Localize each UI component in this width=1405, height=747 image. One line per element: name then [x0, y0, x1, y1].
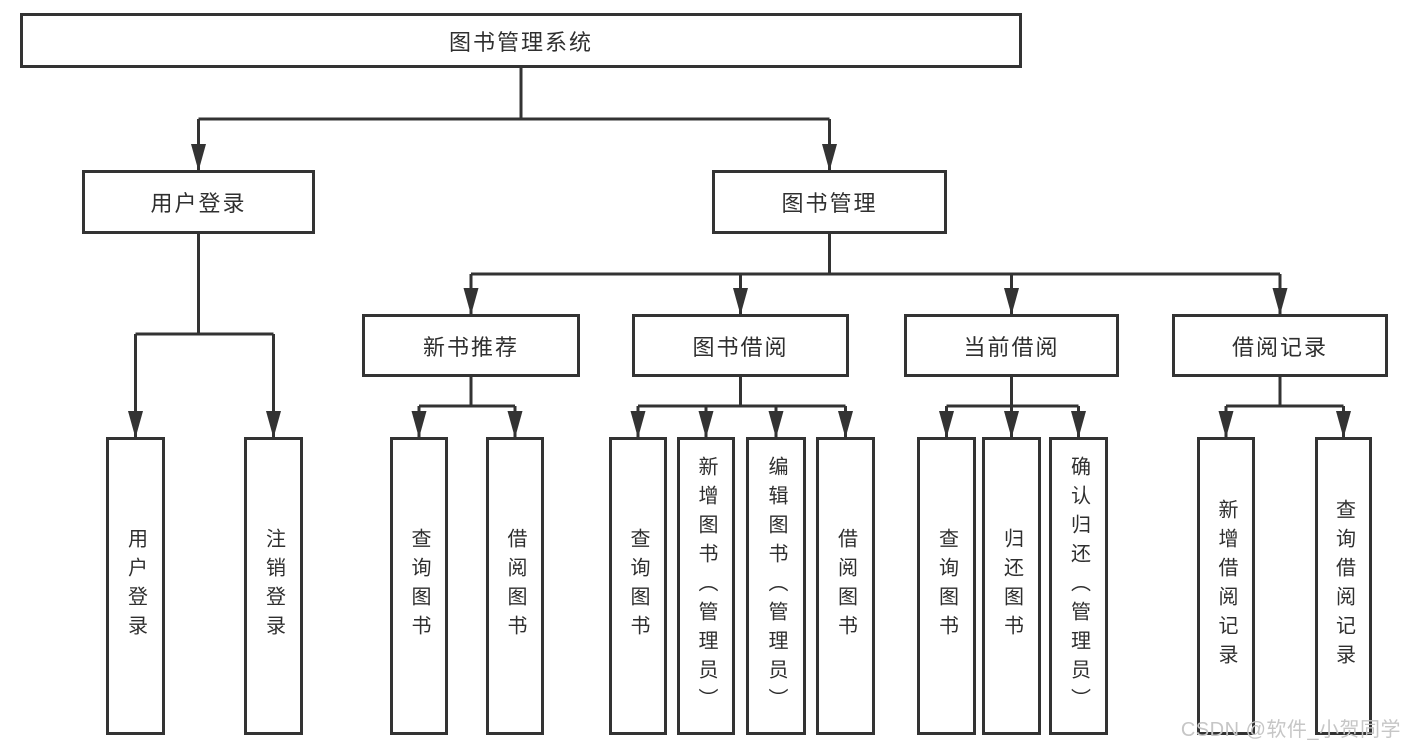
node-root-label: 图书管理系统: [448, 29, 593, 55]
edges-root: [191, 68, 837, 171]
leaf-return-book-label: 归还图书: [1000, 528, 1023, 644]
leaf-borrow-book-label: 借阅图书: [834, 528, 857, 644]
leaf-confirm-return-label: 确认归还（管理员）: [1067, 455, 1090, 717]
node-book-borrow: 图书借阅: [632, 314, 849, 377]
leaf-edit-book-label: 编辑图书（管理员）: [765, 455, 787, 717]
leaf-logout: 注销登录: [244, 437, 303, 735]
leaf-borrow-book-rec: 借阅图书: [486, 437, 544, 735]
node-current-borrow: 当前借阅: [904, 314, 1119, 377]
leaf-user-login: 用户登录: [106, 437, 165, 735]
leaf-query-book-borrow: 查询图书: [609, 437, 667, 735]
edges-book-mgmt: [463, 234, 1288, 315]
leaf-add-record: 新增借阅记录: [1197, 437, 1255, 735]
edges-new-book-rec: [411, 377, 523, 438]
leaf-query-book-borrow-label: 查询图书: [627, 528, 649, 644]
leaf-user-login-label: 用户登录: [124, 528, 147, 644]
leaf-query-book-rec-label: 查询图书: [408, 528, 430, 644]
edges-current-borrow: [939, 377, 1086, 438]
leaf-edit-book: 编辑图书（管理员）: [746, 437, 806, 735]
edges-user-login: [128, 234, 281, 438]
node-new-book-rec-label: 新书推荐: [422, 334, 519, 360]
leaf-add-record-label: 新增借阅记录: [1215, 499, 1237, 673]
leaf-logout-label: 注销登录: [262, 528, 285, 644]
leaf-confirm-return: 确认归还（管理员）: [1049, 437, 1108, 735]
leaf-query-record: 查询借阅记录: [1315, 437, 1372, 735]
leaf-query-record-label: 查询借阅记录: [1332, 499, 1355, 673]
node-book-mgmt-label: 图书管理: [781, 191, 878, 216]
node-current-borrow-label: 当前借阅: [963, 334, 1060, 360]
node-borrow-record-label: 借阅记录: [1231, 334, 1328, 360]
leaf-borrow-book: 借阅图书: [816, 437, 875, 735]
leaf-return-book: 归还图书: [982, 437, 1041, 735]
node-new-book-rec: 新书推荐: [362, 314, 580, 377]
leaf-query-book-current: 查询图书: [917, 437, 976, 735]
node-user-login: 用户登录: [82, 170, 315, 234]
edges-book-borrow: [630, 377, 853, 438]
edges-borrow-record: [1218, 377, 1351, 438]
leaf-add-book-label: 新增图书（管理员）: [695, 455, 717, 717]
node-book-mgmt: 图书管理: [712, 170, 947, 234]
leaf-query-book-rec: 查询图书: [390, 437, 448, 735]
leaf-query-book-current-label: 查询图书: [935, 528, 958, 644]
node-root: 图书管理系统: [20, 13, 1022, 68]
leaf-borrow-book-rec-label: 借阅图书: [504, 528, 526, 644]
node-book-borrow-label: 图书借阅: [692, 334, 789, 360]
watermark: CSDN @软件_小贺同学: [1180, 719, 1401, 741]
node-user-login-label: 用户登录: [150, 191, 247, 216]
node-borrow-record: 借阅记录: [1172, 314, 1388, 377]
leaf-add-book: 新增图书（管理员）: [677, 437, 735, 735]
